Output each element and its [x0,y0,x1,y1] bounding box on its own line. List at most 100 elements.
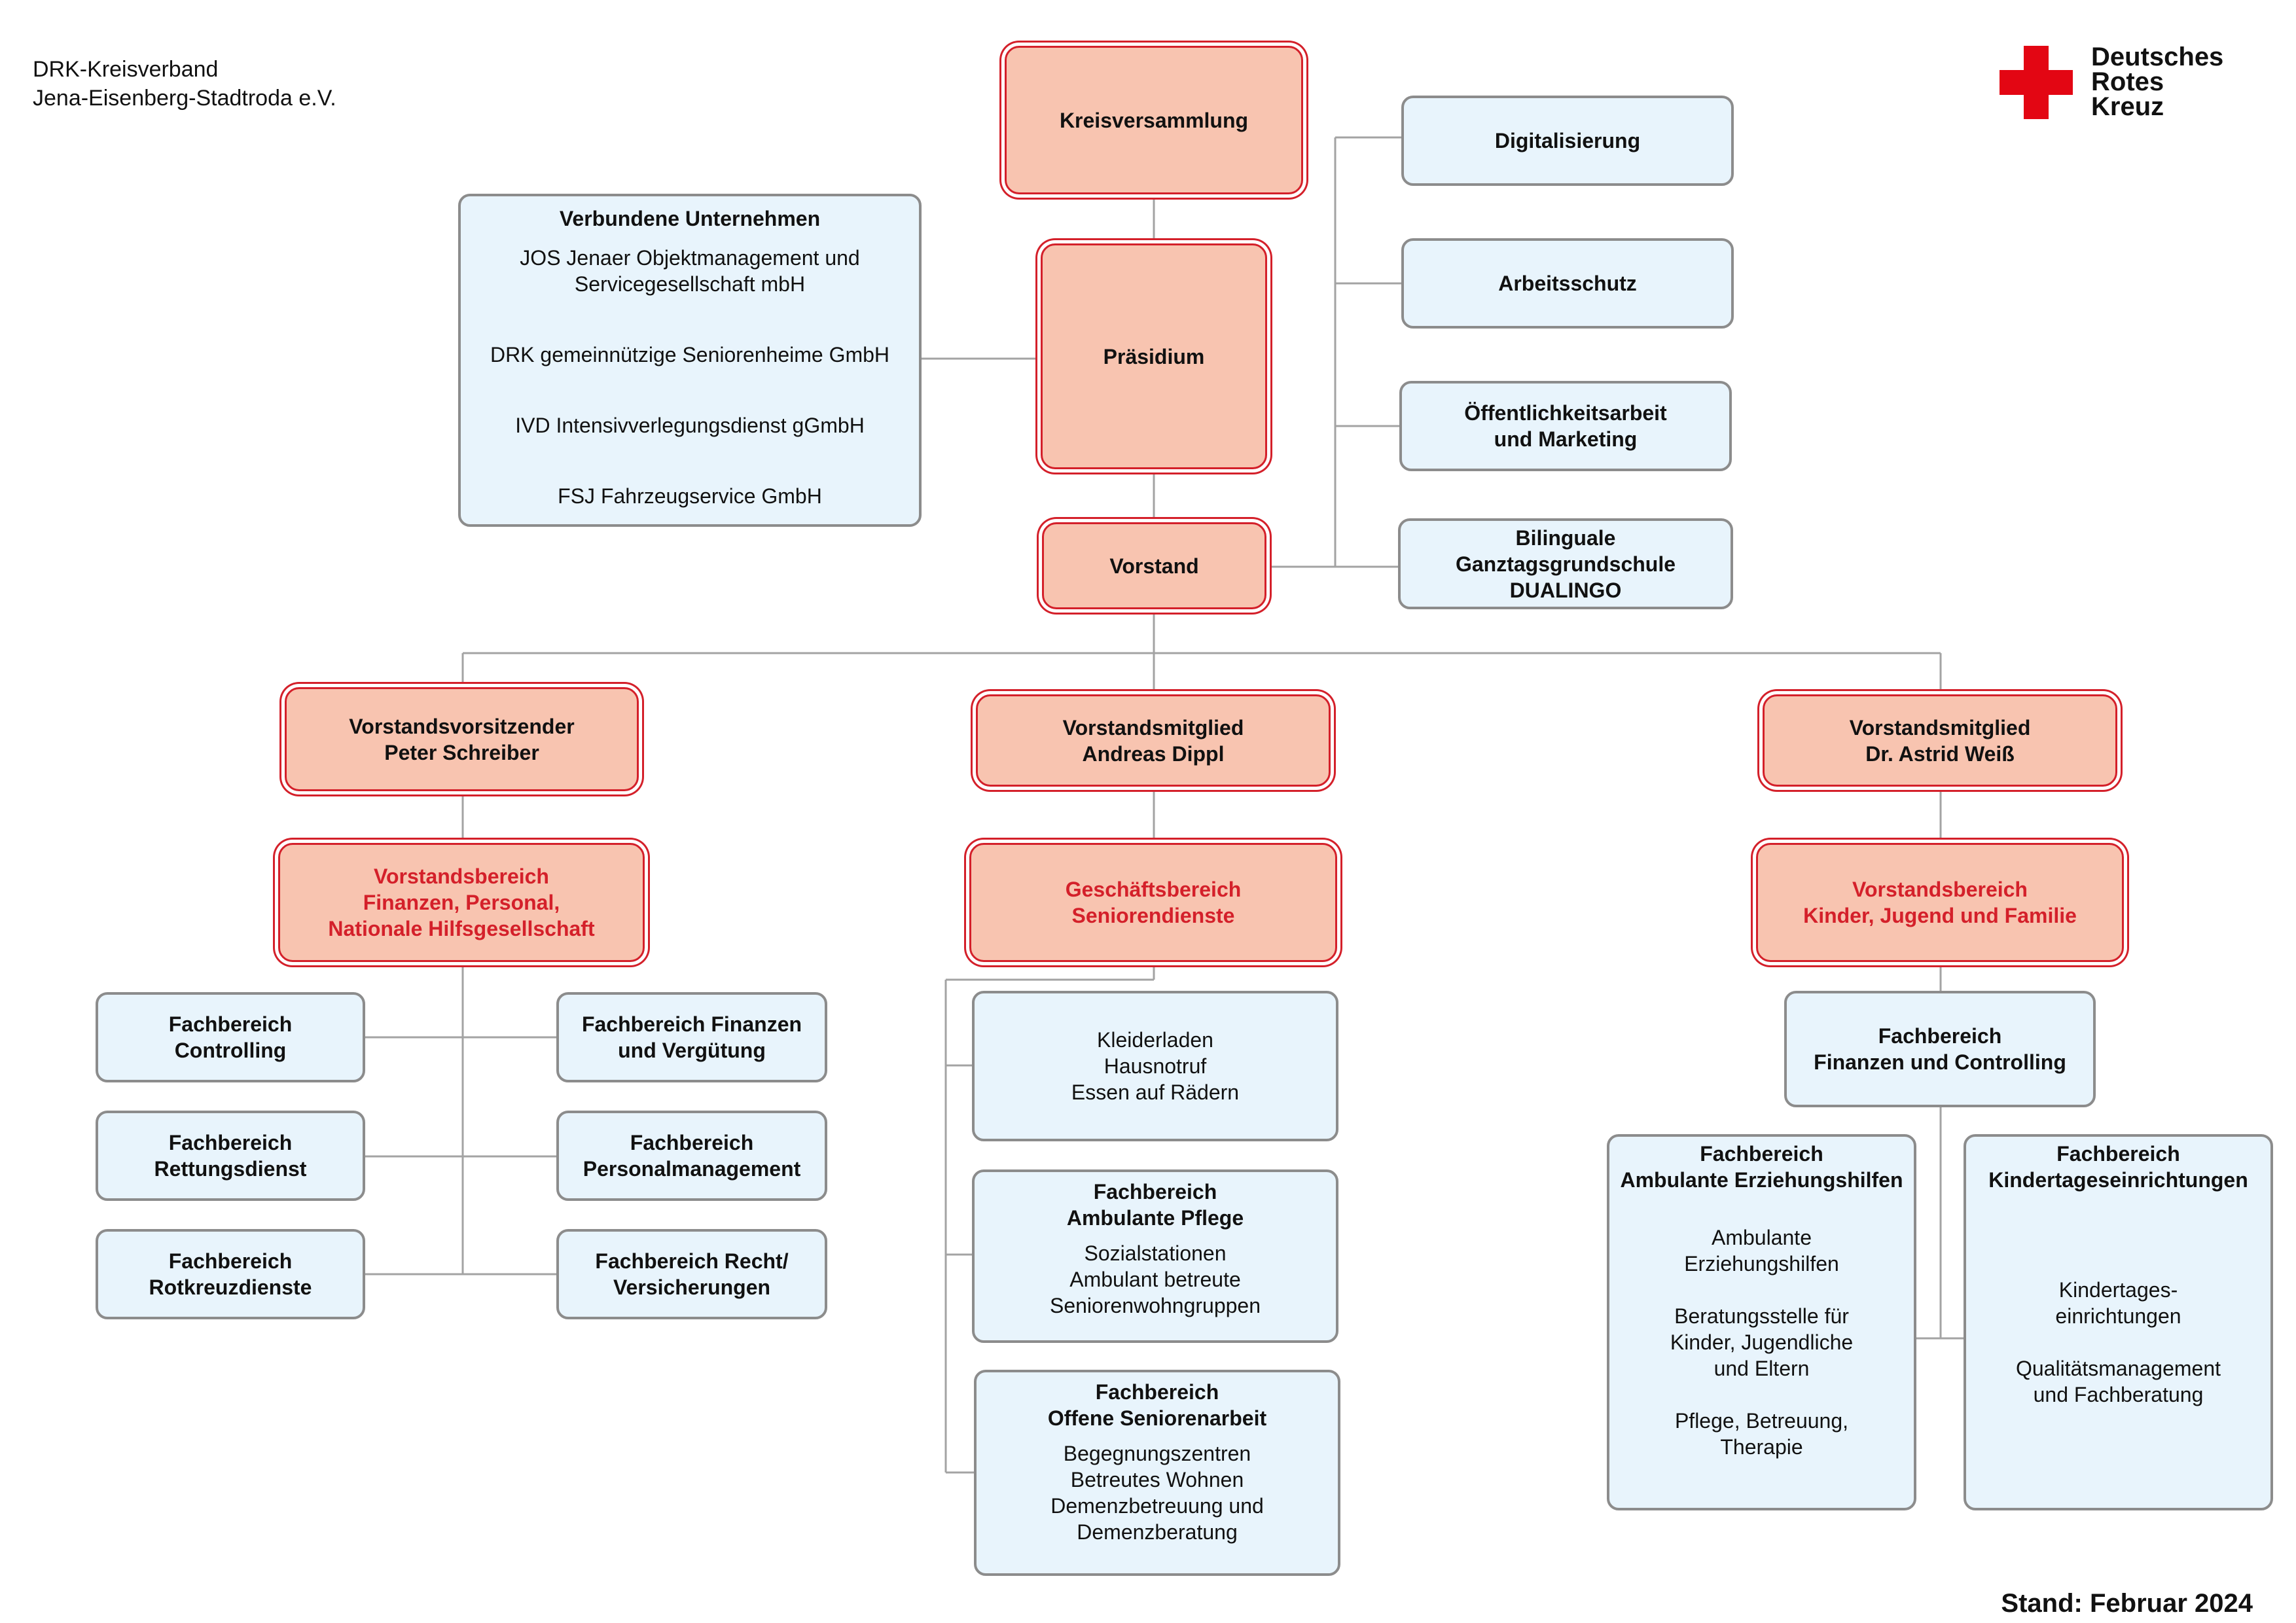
org-name: DRK-Kreisverband Jena-Eisenberg-Stadtrod… [33,55,336,113]
logo-line-1: Deutsches [2091,43,2224,71]
node-fb-personalmanagement: Fachbereich Personalmanagement [556,1111,827,1201]
node-praesidium: Präsidium [1041,243,1267,469]
fb-controlling-line-2: Controlling [174,1039,287,1062]
senioren-hausnotruf: Hausnotruf [1103,1054,1207,1078]
fb-recht-line-1: Fachbereich Recht/ [595,1249,789,1273]
kita-title-1: Fachbereich [2056,1142,2180,1166]
drk-logo: Deutsches Rotes Kreuz [2000,43,2242,126]
erziehung-g3-line-2: Therapie [1720,1435,1803,1459]
kita-g1-line-1: Kindertages- [2058,1278,2178,1302]
erziehung-g2-line-3: und Eltern [1713,1357,1810,1380]
erziehung-title-1: Fachbereich [1700,1142,1823,1166]
node-vorsitzender-line-1: Vorstandsvorsitzender [349,714,575,738]
node-bilingual-line-2: Ganztagsgrundschule [1455,552,1676,576]
fb-finanzen-verg-line-2: und Vergütung [618,1039,766,1062]
fb-fin-controlling-line-1: Fachbereich [1878,1024,2002,1048]
amb-pflege-title-1: Fachbereich [1093,1180,1217,1204]
verbundene-ivd: IVD Intensivverlegungsdienst gGmbH [515,414,865,437]
node-fb-offene-seniorenarbeit: Fachbereich Offene Seniorenarbeit Begegn… [974,1370,1340,1576]
fb-personal-line-2: Personalmanagement [583,1157,801,1181]
kita-g1-line-2: einrichtungen [2055,1304,2181,1328]
fb-personal-line-1: Fachbereich [630,1131,754,1154]
bereich-finanzen-line-2: Finanzen, Personal, [363,891,560,914]
fb-fin-controlling-line-2: Finanzen und Controlling [1814,1050,2066,1074]
offene-item-3: Demenzbetreuung und [1050,1494,1264,1518]
amb-pflege-item-1: Sozialstationen [1084,1241,1227,1265]
erziehung-g3-line-1: Pflege, Betreuung, [1674,1409,1849,1433]
fb-rotkreuz-line-1: Fachbereich [168,1249,293,1273]
fb-recht-line-2: Versicherungen [613,1275,771,1299]
logo-line-2: Rotes [2091,67,2164,96]
node-fb-rettungsdienst: Fachbereich Rettungsdienst [96,1111,365,1201]
node-vorsitzender-line-2: Peter Schreiber [384,740,539,764]
node-praesidium-label: Präsidium [1103,344,1205,368]
node-fb-controlling: Fachbereich Controlling [96,992,365,1082]
amb-pflege-title-2: Ambulante Pflege [1066,1206,1244,1230]
erziehung-g2-line-2: Kinder, Jugendliche [1670,1330,1854,1354]
verbundene-jos-line-2: Servicegesellschaft mbH [574,272,806,296]
node-dippl-line-2: Andreas Dippl [1082,741,1225,766]
node-fb-finanzen-verguetung: Fachbereich Finanzen und Vergütung [556,992,827,1082]
node-fb-finanzen-controlling: Fachbereich Finanzen und Controlling [1784,991,2096,1107]
logo-wordmark: Deutsches Rotes Kreuz [2091,43,2224,121]
node-bilinguale-grundschule: Bilinguale Ganztagsgrundschule DUALINGO [1398,518,1733,609]
node-geschaeftsbereich-senioren: Geschäftsbereich Seniorendienste [969,843,1337,962]
node-vorstandsmitglied-dippl: Vorstandsmitglied Andreas Dippl [976,694,1331,787]
bereich-kinder-line-2: Kinder, Jugend und Familie [1803,904,2077,927]
node-arbeitsschutz: Arbeitsschutz [1401,238,1734,329]
node-kreisversammlung-label: Kreisversammlung [1059,108,1249,132]
senioren-kleiderladen: Kleiderladen [1097,1028,1213,1052]
fb-rotkreuz-line-2: Rotkreuzdienste [149,1275,312,1299]
fb-rettung-line-1: Fachbereich [168,1131,293,1154]
kita-g2-line-2: und Fachberatung [2033,1383,2204,1406]
node-fb-ambulante-erziehungshilfen: Fachbereich Ambulante Erziehungshilfen A… [1607,1134,1916,1510]
node-fb-ambulante-pflege: Fachbereich Ambulante Pflege Sozialstati… [972,1169,1338,1343]
bereich-kinder-line-1: Vorstandsbereich [1852,878,2028,901]
node-fb-rotkreuzdienste: Fachbereich Rotkreuzdienste [96,1229,365,1319]
node-oeffentlichkeit-line-2: und Marketing [1494,427,1638,451]
node-digitalisierung-label: Digitalisierung [1494,129,1641,152]
bereich-senioren-line-2: Seniorendienste [1071,904,1235,927]
node-vorstandsbereich-kinder: Vorstandsbereich Kinder, Jugend und Fami… [1756,843,2124,962]
node-vorstand: Vorstand [1042,522,1266,609]
node-verbundene-unternehmen: Verbundene Unternehmen JOS Jenaer Objekt… [458,194,922,527]
erziehung-title-2: Ambulante Erziehungshilfen [1620,1168,1903,1192]
verbundene-drk: DRK gemeinnützige Seniorenheime GmbH [490,343,890,366]
org-name-line-2: Jena-Eisenberg-Stadtroda e.V. [33,86,336,111]
erziehung-g1-line-1: Ambulante [1712,1226,1812,1249]
org-name-line-1: DRK-Kreisverband [33,57,219,82]
erziehung-g2-line-1: Beratungsstelle für [1674,1304,1849,1328]
bereich-finanzen-line-3: Nationale Hilfsgesellschaft [328,917,595,940]
node-arbeitsschutz-label: Arbeitsschutz [1498,272,1637,295]
node-vorstandsbereich-finanzen: Vorstandsbereich Finanzen, Personal, Nat… [278,843,645,962]
bereich-senioren-line-1: Geschäftsbereich [1065,878,1242,901]
node-dippl-line-1: Vorstandsmitglied [1062,715,1244,740]
offene-item-1: Begegnungszentren [1063,1442,1251,1465]
node-weiss-line-2: Dr. Astrid Weiß [1865,741,2015,766]
senioren-essen: Essen auf Rädern [1071,1080,1240,1104]
verbundene-fsj: FSJ Fahrzeugservice GmbH [558,484,822,508]
bereich-finanzen-line-1: Vorstandsbereich [374,865,549,888]
fb-controlling-line-1: Fachbereich [168,1012,293,1036]
node-digitalisierung: Digitalisierung [1401,96,1734,186]
offene-title-2: Offene Seniorenarbeit [1047,1406,1267,1430]
node-vorstandsvorsitzender: Vorstandsvorsitzender Peter Schreiber [285,687,639,791]
stand-date: Stand: Februar 2024 [2001,1589,2253,1618]
offene-item-4: Demenzberatung [1077,1520,1238,1544]
logo-line-3: Kreuz [2091,92,2164,121]
offene-item-2: Betreutes Wohnen [1070,1468,1244,1491]
amb-pflege-item-2: Ambulant betreute [1069,1268,1241,1291]
kita-title-2: Kindertageseinrichtungen [1988,1168,2248,1192]
stand-date-label: Stand: Februar 2024 [2001,1589,2253,1618]
verbundene-title: Verbundene Unternehmen [559,207,821,230]
node-kreisversammlung: Kreisversammlung [1005,46,1303,194]
node-senioren-services: Kleiderladen Hausnotruf Essen auf Rädern [972,991,1338,1141]
fb-finanzen-verg-line-1: Fachbereich Finanzen [581,1012,802,1036]
red-cross-icon [2000,46,2073,119]
node-oeffentlichkeitsarbeit: Öffentlichkeitsarbeit und Marketing [1399,381,1732,471]
node-oeffentlichkeit-line-1: Öffentlichkeitsarbeit [1464,401,1667,425]
node-fb-recht-versicherungen: Fachbereich Recht/ Versicherungen [556,1229,827,1319]
node-vorstand-label: Vorstand [1109,554,1199,578]
fb-rettung-line-2: Rettungsdienst [154,1157,307,1181]
